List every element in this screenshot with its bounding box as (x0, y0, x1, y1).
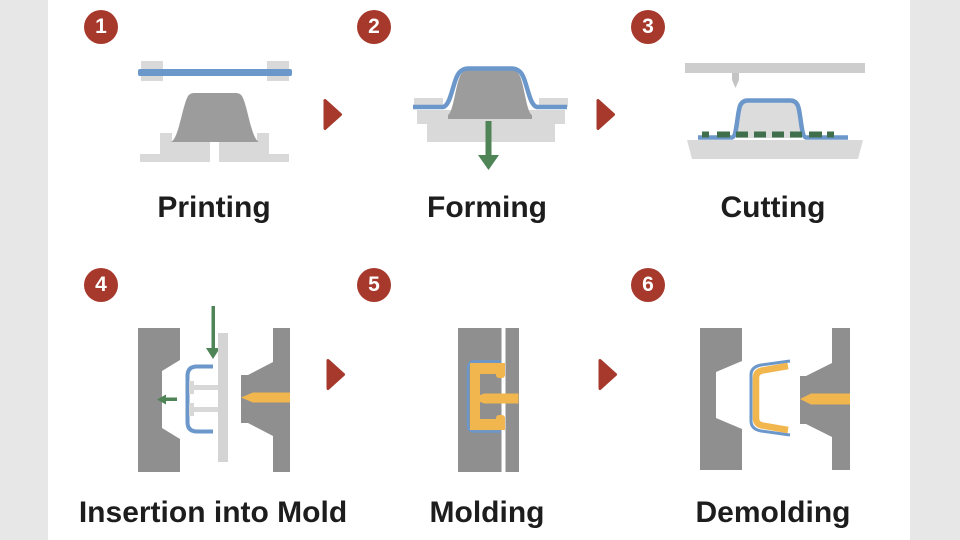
step-3-label: Cutting (720, 191, 826, 224)
base-block-left (140, 133, 210, 162)
down-arrow-head (478, 155, 499, 170)
forming-buck (448, 70, 532, 119)
press-bar (685, 63, 865, 73)
molded-resin (470, 363, 519, 430)
film-clamp-right (539, 98, 568, 107)
step-4-label: Insertion into Mold (78, 496, 348, 529)
finished-part (752, 362, 789, 434)
left-margin-strip (0, 0, 48, 540)
cut-line-dashes (702, 131, 834, 138)
molding-illustration-icon (458, 328, 519, 472)
left-arrow-head (157, 394, 166, 405)
flow-arrow-2-icon (596, 99, 615, 130)
flow-arrow-4-icon (598, 359, 617, 390)
flat-film (138, 69, 292, 76)
base-plate (687, 140, 863, 159)
cutting-blade (732, 73, 739, 88)
down-arrow-shaft (485, 121, 492, 155)
step-5-label: Molding (429, 496, 545, 529)
printing-illustration-icon (138, 61, 292, 162)
formed-film (698, 98, 848, 140)
flow-arrow-1-icon (323, 99, 342, 130)
carrier-plate (218, 333, 228, 462)
step-5-badge: 5 (357, 268, 391, 302)
step-2-label: Forming (427, 191, 547, 224)
film-layer (749, 359, 791, 437)
mold-cavity-half (700, 328, 742, 470)
cutting-illustration-icon (685, 63, 865, 159)
forming-buck (171, 93, 259, 142)
step-2-badge: 2 (357, 10, 391, 44)
base-block-right (219, 133, 289, 162)
step-1-badge: 1 (84, 10, 118, 44)
flow-arrow-3-icon (326, 359, 345, 390)
step-4-badge: 4 (84, 268, 118, 302)
down-arrow-head (206, 348, 220, 359)
formed-film (413, 66, 567, 110)
sprue-remnant (800, 393, 850, 405)
film-clamp-left (414, 98, 443, 107)
forming-illustration-icon (413, 66, 568, 170)
right-margin-strip (910, 0, 960, 540)
formed-part-fill (736, 102, 802, 138)
injection-sprue (241, 392, 290, 403)
down-arrow-shaft (211, 306, 215, 348)
formed-film-insert (185, 364, 213, 434)
insertion-illustration-icon (138, 306, 290, 472)
step-3-badge: 3 (631, 10, 665, 44)
demolding-illustration-icon (700, 328, 850, 470)
left-arrow-shaft (165, 397, 177, 401)
step-6-badge: 6 (631, 268, 665, 302)
step-6-label: Demolding (695, 496, 851, 529)
retainer-pins (189, 381, 218, 416)
step-1-label: Printing (157, 191, 271, 224)
film-layer (466, 360, 501, 433)
